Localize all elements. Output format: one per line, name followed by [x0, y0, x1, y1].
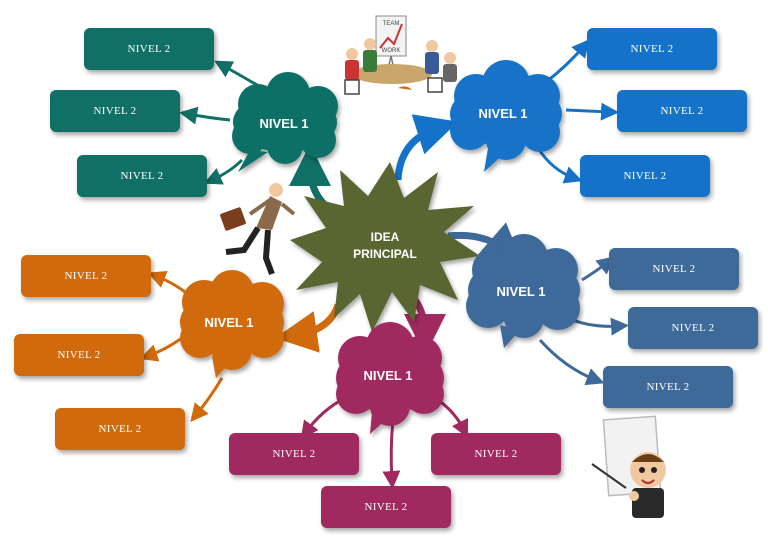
arrow-steel-3 [538, 339, 605, 386]
teal-level2-box-2: NIVEL 2 [50, 90, 180, 132]
arrow-orange-3 [190, 377, 224, 422]
orange-level1-label: NIVEL 1 [204, 315, 254, 330]
arrow-magenta-2 [382, 419, 401, 489]
running-businessman-illustration [220, 183, 296, 276]
central-idea-label: IDEA PRINCIPAL [330, 229, 440, 263]
orange-level2-box-2: NIVEL 2 [14, 334, 144, 376]
presenter-illustration [591, 415, 666, 518]
cloud-magenta [336, 322, 444, 434]
arrow-blue-2 [565, 102, 619, 121]
arrow-orange-2 [139, 336, 183, 362]
magenta-level2-box-3: NIVEL 2 [431, 433, 561, 475]
svg-text:WORK: WORK [382, 48, 401, 54]
arrow-teal-2 [179, 106, 231, 125]
central-idea-line2: PRINCIPAL [353, 247, 417, 261]
team-meeting-illustration: TEAM WORK [344, 15, 457, 95]
arrow-magenta-3 [437, 398, 469, 439]
magenta-level1-label: NIVEL 1 [363, 368, 413, 383]
teal-level2-box-3: NIVEL 2 [77, 155, 207, 197]
cloud-blue [450, 60, 562, 172]
steel-level2-box-2: NIVEL 2 [628, 307, 758, 349]
magenta-level2-box-2: NIVEL 2 [321, 486, 451, 528]
steel-level2-box-3: NIVEL 2 [603, 366, 733, 408]
cloud-steel [466, 234, 580, 348]
arrow-steel-1 [581, 256, 616, 282]
steel-level2-box-1: NIVEL 2 [609, 248, 739, 290]
teal-level1-label: NIVEL 1 [259, 116, 309, 131]
arrow-center-to-blue [394, 114, 459, 181]
blue-level2-box-2: NIVEL 2 [617, 90, 747, 132]
arrow-blue-3 [536, 147, 583, 184]
central-idea-line1: IDEA [370, 230, 400, 244]
magenta-level2-box-1: NIVEL 2 [229, 433, 359, 475]
orange-level2-box-1: NIVEL 2 [21, 255, 151, 297]
blue-level1-label: NIVEL 1 [478, 106, 528, 121]
arrow-teal-3 [203, 158, 244, 185]
arrow-center-to-orange [275, 303, 342, 353]
steel-level1-label: NIVEL 1 [496, 284, 546, 299]
central-starburst [290, 162, 480, 332]
teal-level2-box-1: NIVEL 2 [84, 28, 214, 70]
orange-level2-box-3: NIVEL 2 [55, 408, 185, 450]
svg-text:TEAM: TEAM [383, 21, 400, 27]
blue-level2-box-3: NIVEL 2 [580, 155, 710, 197]
cloud-orange [180, 270, 284, 378]
arrow-blue-1 [545, 39, 590, 84]
cloud-teal [232, 72, 338, 172]
blue-level2-box-1: NIVEL 2 [587, 28, 717, 70]
